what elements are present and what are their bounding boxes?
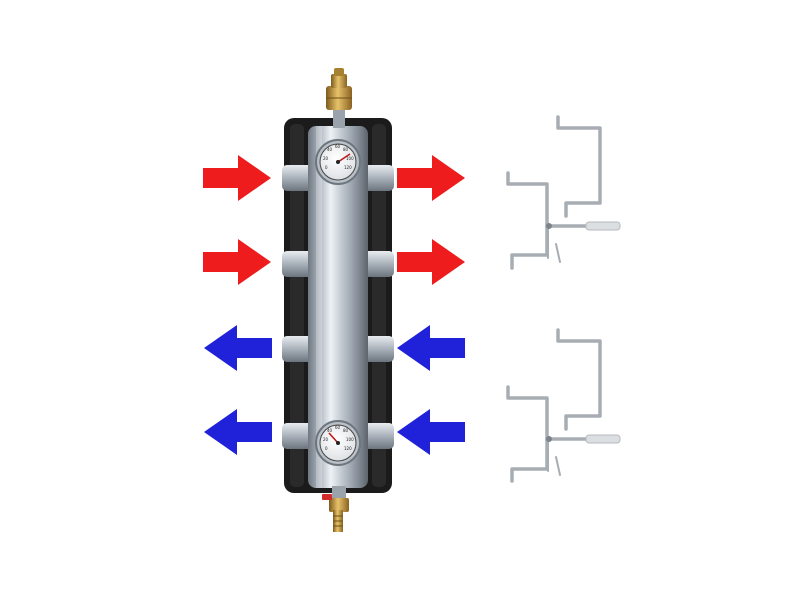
arrow-right-icon bbox=[203, 239, 271, 285]
arrow-left-icon bbox=[204, 325, 272, 371]
gauge-bottom-scale-40: 40 bbox=[327, 428, 333, 433]
arrow-right-icon bbox=[397, 155, 465, 201]
gauge-bottom-scale-0: 0 bbox=[325, 446, 328, 451]
gauge-top-scale-20: 20 bbox=[323, 156, 329, 161]
arrow-left-icon bbox=[397, 409, 465, 455]
gauge-top-scale-40: 40 bbox=[327, 147, 333, 152]
thermometer-gauge-top: 0 20 40 60 80 100 120 bbox=[315, 139, 361, 185]
air-vent bbox=[326, 68, 352, 128]
gauge-bottom-scale-20: 20 bbox=[323, 437, 329, 442]
arrow-left-icon bbox=[204, 409, 272, 455]
arrow-right-icon bbox=[397, 239, 465, 285]
steel-cylinder bbox=[308, 126, 368, 488]
gauge-top-scale-60: 60 bbox=[335, 144, 341, 149]
gauge-bottom-scale-60: 60 bbox=[335, 425, 341, 430]
gauge-bottom-scale-100: 100 bbox=[346, 437, 354, 442]
gauge-top-scale-80: 80 bbox=[343, 147, 349, 152]
arrow-right-icon bbox=[203, 155, 271, 201]
wall-bracket-set-top bbox=[506, 115, 621, 270]
arrow-left-icon bbox=[397, 325, 465, 371]
thermometer-gauge-bottom: 0 20 40 60 80 100 120 bbox=[315, 420, 361, 466]
gauge-top-scale-100: 100 bbox=[346, 156, 354, 161]
drain-valve bbox=[322, 486, 349, 532]
gauge-top-scale-0: 0 bbox=[325, 165, 328, 170]
flow-arrows bbox=[203, 155, 465, 455]
wall-bracket-set-bottom bbox=[506, 328, 621, 483]
gauge-top-scale-120: 120 bbox=[344, 165, 352, 170]
gauge-bottom-scale-120: 120 bbox=[344, 446, 352, 451]
hydraulic-separator: 0 20 40 60 80 100 120 0 20 40 60 80 100 … bbox=[282, 68, 394, 532]
gauge-bottom-scale-80: 80 bbox=[343, 428, 349, 433]
